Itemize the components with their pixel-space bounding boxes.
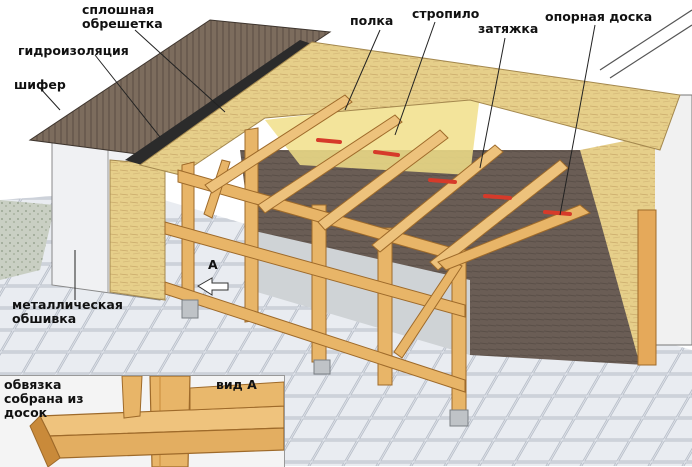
- label-solid-sheathing: сплошная обрешетка: [82, 2, 163, 31]
- right-wall: [580, 135, 655, 365]
- label-tie: затяжка: [478, 21, 539, 36]
- roof-waterproofing: [125, 40, 315, 165]
- ties: [316, 138, 572, 216]
- footings: [181, 299, 469, 427]
- label-slate: шифер: [14, 77, 66, 92]
- label-strapping: обвязка собрана из досок: [4, 377, 84, 420]
- label-view-a: вид А: [216, 377, 257, 392]
- label-rafter: стропило: [412, 6, 480, 21]
- support-board: [437, 204, 591, 271]
- rafters: [204, 94, 569, 271]
- label-waterproofing: гидроизоляция: [18, 43, 129, 58]
- view-a-inset: обвязка собрана из досок вид А: [0, 375, 285, 467]
- label-view-marker: А: [208, 257, 218, 272]
- label-support-board: опорная доска: [545, 9, 653, 24]
- view-a-arrow: [197, 277, 229, 296]
- leader-lines: [39, 21, 596, 300]
- roof-slate: [28, 19, 332, 156]
- label-metal-cladding: металлическая обшивка: [12, 297, 123, 326]
- view-a-detail: [0, 376, 284, 467]
- left-wall-osb: [109, 159, 166, 301]
- label-shelf: полка: [350, 13, 394, 28]
- right-post: [637, 209, 657, 366]
